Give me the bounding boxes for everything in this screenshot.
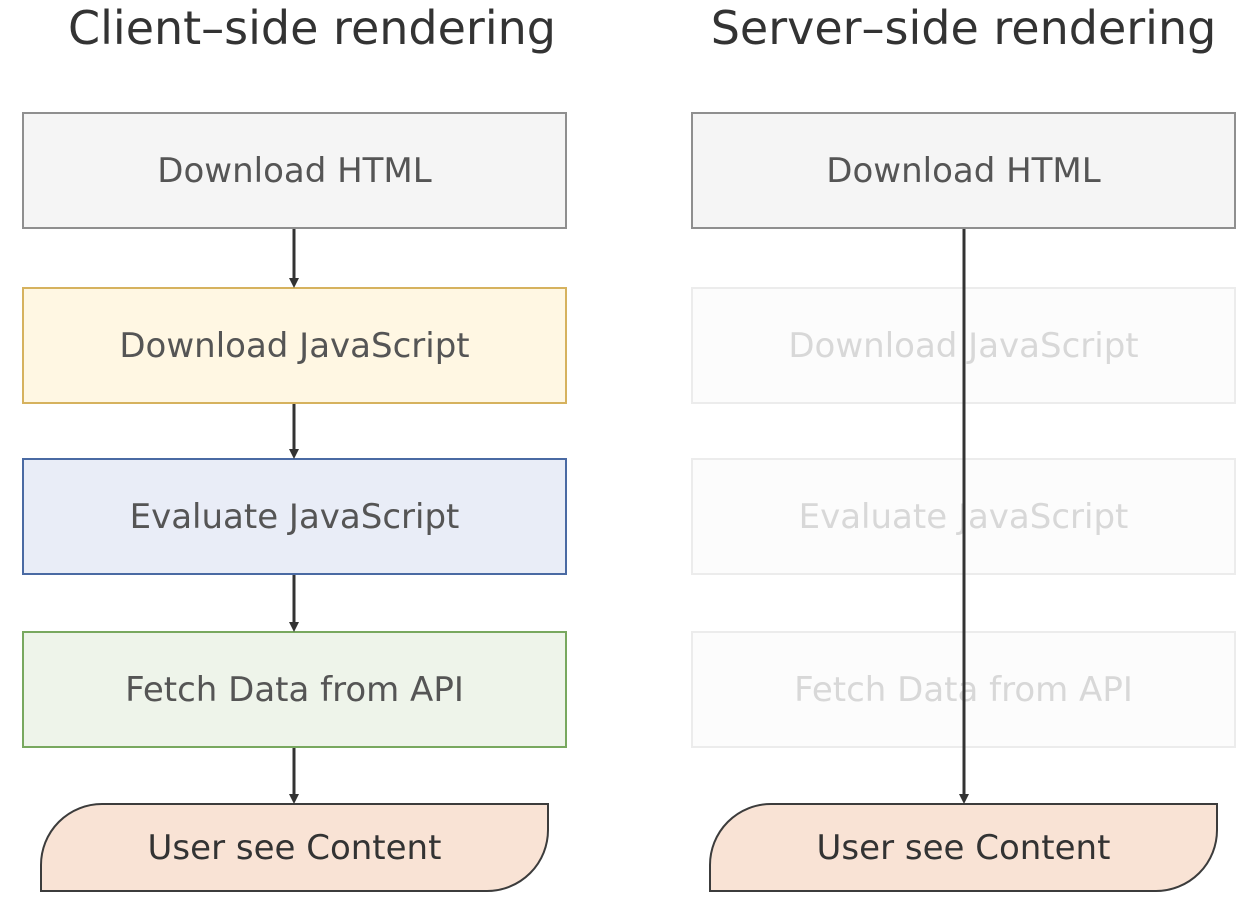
server-step-evaluate-javascript-faded: Evaluate JavaScript xyxy=(691,458,1236,575)
client-step-evaluate-javascript: Evaluate JavaScript xyxy=(22,458,567,575)
step-label: Download HTML xyxy=(157,150,432,191)
step-label: Download JavaScript xyxy=(788,325,1139,366)
server-step-fetch-data-faded: Fetch Data from API xyxy=(691,631,1236,748)
step-label: Evaluate JavaScript xyxy=(798,496,1129,537)
step-label: Fetch Data from API xyxy=(125,669,464,710)
step-label: Fetch Data from API xyxy=(794,669,1133,710)
client-side-title: Client–side rendering xyxy=(68,1,556,55)
server-step-download-html: Download HTML xyxy=(691,112,1236,229)
server-step-download-javascript-faded: Download JavaScript xyxy=(691,287,1236,404)
server-side-title: Server–side rendering xyxy=(710,1,1217,55)
client-step-download-html: Download HTML xyxy=(22,112,567,229)
result-label: User see Content xyxy=(816,827,1111,868)
server-result-user-sees-content: User see Content xyxy=(709,803,1218,892)
step-label: Evaluate JavaScript xyxy=(129,496,460,537)
step-label: Download JavaScript xyxy=(119,325,470,366)
client-result-user-sees-content: User see Content xyxy=(40,803,549,892)
step-label: Download HTML xyxy=(826,150,1101,191)
client-step-download-javascript: Download JavaScript xyxy=(22,287,567,404)
result-label: User see Content xyxy=(147,827,442,868)
client-step-fetch-data: Fetch Data from API xyxy=(22,631,567,748)
